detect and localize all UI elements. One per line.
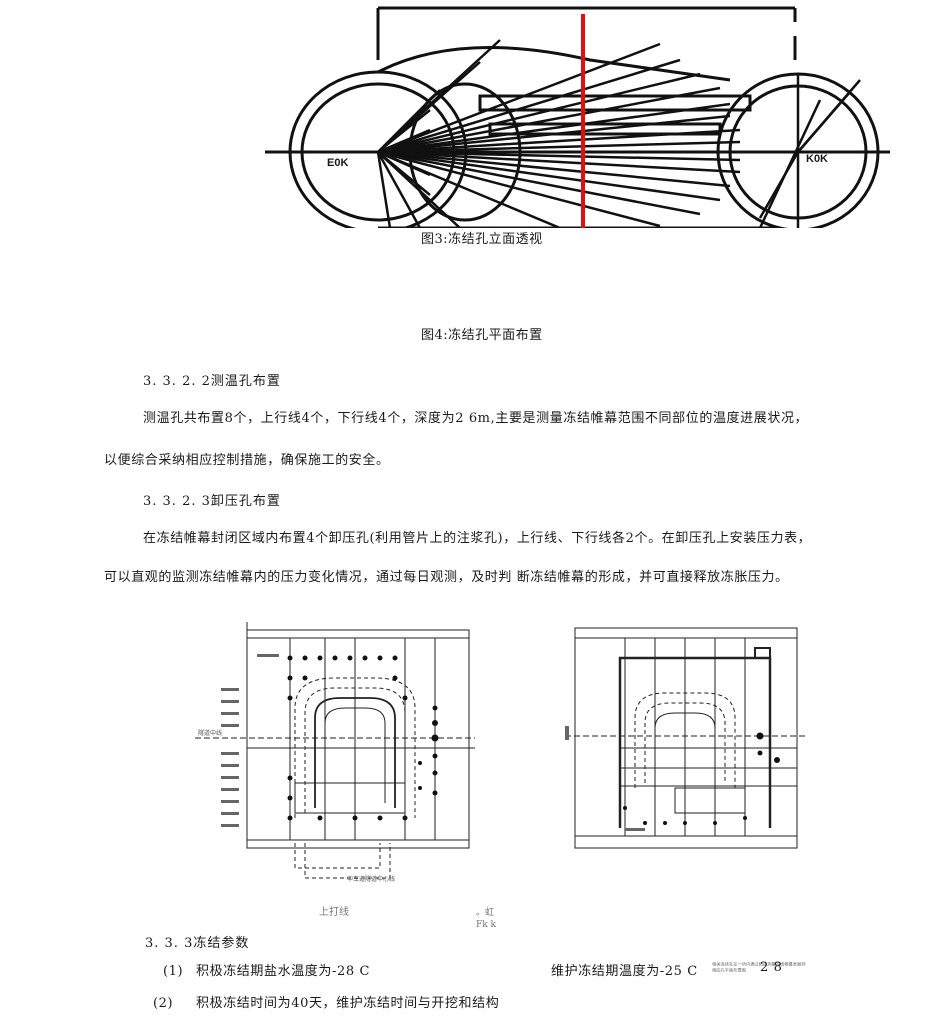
- item-1-right-text: 维护冻结期温度为-25 C: [551, 964, 698, 979]
- left-drawing-label: 上打线: [319, 907, 349, 918]
- item-2-number: (2): [153, 996, 174, 1011]
- section-333-heading: 3. 3. 3冻结参数: [145, 936, 250, 951]
- section-3323-heading: 3. 3. 2. 3卸压孔布置: [143, 494, 281, 509]
- left-drawing-centerline-label: 隧道中线: [198, 730, 223, 737]
- section-3322-paragraph-line1: 测温孔共布置8个，上行线4个，下行线4个，深度为2 6m,主要是测量冻结帷幕范围…: [143, 411, 809, 426]
- middle-drawing-label: 。虹 Fk k: [476, 908, 497, 930]
- page-number: 2 8: [760, 960, 783, 975]
- left-section-drawing: [195, 622, 475, 879]
- section-3323-paragraph-line1: 在冻结帷幕封闭区域内布置4个卸压孔(利用管片上的注浆孔)，上行线、下行线各2个。…: [143, 531, 812, 546]
- figure-4-caption: 图4:冻结孔平面布置: [421, 328, 543, 343]
- item-1-text: 积极冻结期盐水温度为-28 C: [196, 964, 371, 979]
- section-3322-paragraph-line2: 以便综合采纳相应控制措施，确保施工的安全。: [104, 453, 390, 468]
- right-section-drawing: [565, 627, 805, 849]
- section-3323-paragraph-line2: 可以直观的监测冻结帷幕内的压力变化情况，通过每日观测，及时判 断冻结帷幕的形成，…: [104, 570, 789, 585]
- footer-small-note: 相关连续孔在一所内通过相应测量冻结帷幕发展到 相应孔平面布置图: [712, 962, 806, 974]
- fig3-right-label: K0K: [806, 153, 829, 165]
- section-3322-heading: 3. 3. 2. 2测温孔布置: [143, 374, 281, 389]
- item-1-number: (1): [163, 964, 184, 979]
- figure-3-caption: 图3:冻结孔立面透视: [421, 232, 543, 247]
- fig3-left-label: E0K: [327, 157, 349, 169]
- figure-3-drawing: [265, 6, 890, 228]
- left-drawing-bottom-note: 中车道隧道中心线: [347, 876, 396, 883]
- item-2-text: 积极冻结时间为40天，维护冻结时间与开挖和结构: [196, 996, 500, 1011]
